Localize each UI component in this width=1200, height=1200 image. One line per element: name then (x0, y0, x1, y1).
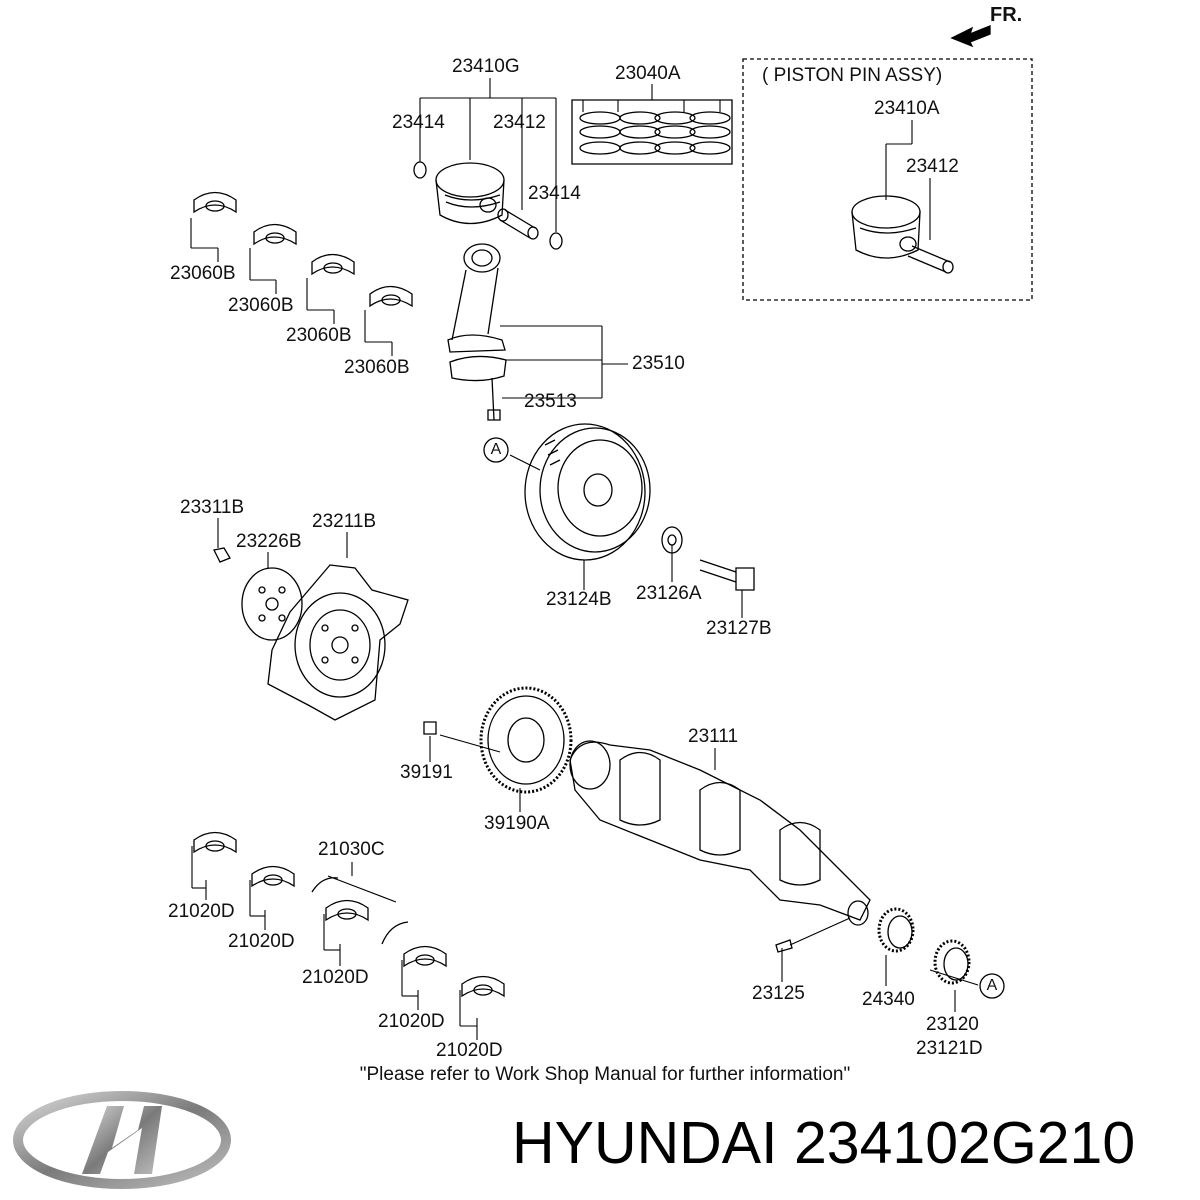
ref-label-a-top: A (490, 441, 502, 458)
callout-23414-left: 23414 (392, 112, 445, 133)
callout-23410A: 23410A (874, 98, 940, 119)
piston-pin-assy-title: ( PISTON PIN ASSY) (762, 65, 943, 86)
callout-23060B-4: 23060B (344, 357, 410, 378)
snap-ring-left-icon (414, 162, 426, 178)
part-number: 234102G210 (793, 1110, 1136, 1176)
callout-23510: 23510 (632, 353, 685, 374)
callout-23060B-2: 23060B (228, 295, 294, 316)
washer-icon (662, 527, 682, 553)
callout-23060B-1: 23060B (170, 263, 236, 284)
piston-icon (436, 163, 504, 224)
main-bearing-icons (194, 833, 504, 997)
hyundai-logo-icon (12, 1090, 232, 1195)
callout-23414-right: 23414 (528, 183, 581, 204)
callout-21020D-5: 21020D (436, 1040, 503, 1061)
piston-ring-set-icon (572, 100, 732, 164)
callout-24340: 24340 (862, 989, 915, 1010)
snap-ring-right-icon (550, 233, 562, 249)
crankshaft-icon (570, 741, 870, 925)
callout-21020D-1: 21020D (168, 901, 235, 922)
callout-23120: 23120 (926, 1014, 979, 1035)
pulley-bolt-icon (700, 560, 754, 590)
callout-23060B-3: 23060B (286, 325, 352, 346)
callout-23124B: 23124B (546, 589, 612, 610)
callout-23125: 23125 (752, 983, 805, 1004)
callout-23410G: 23410G (452, 56, 520, 77)
timing-sprocket-icon (935, 941, 969, 983)
callout-23412-right: 23412 (906, 156, 959, 177)
callout-23126A: 23126A (636, 583, 702, 604)
ref-circle-a-top (484, 438, 508, 462)
ref-circle-a-bottom (980, 974, 1004, 998)
thrust-washer-icons (312, 878, 408, 944)
callout-21020D-3: 21020D (302, 967, 369, 988)
callout-23211B: 23211B (312, 511, 377, 532)
signal-ring-gear-icon (481, 688, 571, 792)
callout-39191: 39191 (400, 762, 453, 783)
callout-23311B: 23311B (180, 497, 245, 518)
brand-name: HYUNDAI (512, 1110, 778, 1176)
callout-23121D: 23121D (916, 1038, 983, 1059)
piston-pin-assy-box (743, 59, 1032, 300)
callout-21020D-2: 21020D (228, 931, 295, 952)
callout-23127B: 23127B (706, 618, 772, 639)
workshop-manual-note: "Please refer to Work Shop Manual for fu… (359, 1064, 851, 1085)
woodruff-key-icon (776, 940, 792, 952)
callout-21030C: 21030C (318, 839, 385, 860)
callout-23513: 23513 (524, 391, 577, 412)
conrod-bearing-icons (194, 193, 412, 307)
drive-plate-icon (242, 568, 302, 640)
callout-23412-left: 23412 (493, 112, 546, 133)
callout-23226B: 23226B (236, 531, 302, 552)
front-direction-label: FR. (990, 4, 1023, 26)
brand-part-number: HYUNDAI 234102G210 (512, 1108, 1135, 1178)
front-direction-arrow-icon (952, 26, 990, 46)
piston-assy-icon (852, 196, 953, 273)
connecting-rod-icon (448, 244, 506, 420)
piston-pin-icon (498, 209, 538, 239)
ring-gear-screw-icon (424, 722, 436, 734)
damper-pulley-icon (525, 424, 650, 560)
callout-39190A: 39190A (484, 813, 550, 834)
callout-23040A: 23040A (615, 63, 681, 84)
ref-label-a-bottom: A (986, 977, 998, 994)
callout-21020D-4: 21020D (378, 1011, 445, 1032)
callout-23111: 23111 (688, 726, 739, 747)
plate-bolt-icon (214, 548, 230, 562)
flywheel-icon (268, 565, 408, 720)
crank-sprocket-icon (879, 909, 913, 951)
